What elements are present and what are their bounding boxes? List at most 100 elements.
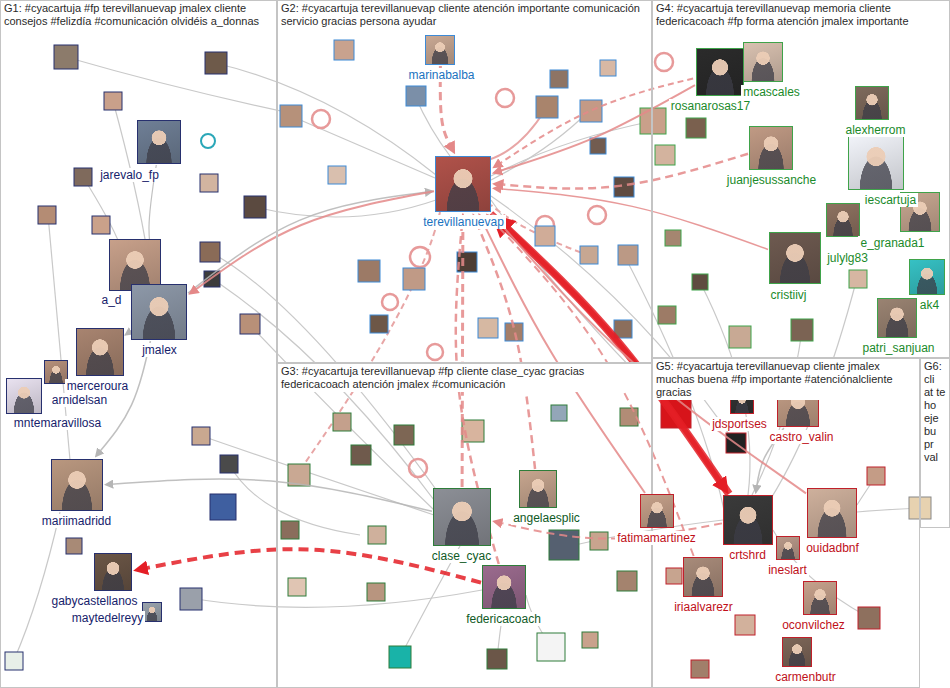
user-avatar: federicacoach <box>482 565 526 609</box>
group-heading: G4: #cyacartuja terevillanuevap memoria … <box>653 1 949 29</box>
avatar-thumbnail <box>220 455 238 473</box>
self-loop <box>409 459 427 477</box>
avatar-thumbnail <box>370 315 388 333</box>
group-heading: G2: #cyacartuja terevillanuevap cliente … <box>278 1 651 29</box>
interaction-line <box>291 116 435 178</box>
user-label: arnidelsan <box>50 393 109 407</box>
avatar-thumbnail <box>665 230 681 246</box>
interaction-line <box>190 590 482 607</box>
interaction-line <box>14 512 60 660</box>
avatar-thumbnail <box>551 405 567 421</box>
self-loop <box>382 294 398 310</box>
avatar-thumbnail <box>618 245 638 265</box>
avatar-thumbnail <box>692 274 708 290</box>
user-avatar: mariimadridd <box>51 459 103 511</box>
avatar-thumbnail <box>582 632 598 648</box>
user-label: jarevalo_fp <box>98 168 161 182</box>
interaction-line <box>400 546 460 657</box>
interaction-line <box>220 284 434 500</box>
avatar-thumbnail <box>368 526 386 544</box>
interaction-line <box>300 212 440 470</box>
user-label: castro_valin <box>767 430 835 444</box>
user-label: crtshrd <box>727 548 768 562</box>
avatar-thumbnail <box>406 86 426 106</box>
profile-ring <box>201 134 215 148</box>
avatar-thumbnail <box>536 96 558 118</box>
avatar-thumbnail <box>658 306 676 324</box>
interaction-edge <box>111 479 432 511</box>
avatar-thumbnail <box>104 92 122 110</box>
avatar-thumbnail <box>580 246 598 264</box>
avatar-thumbnail <box>478 318 498 338</box>
interaction-edge <box>461 223 465 487</box>
avatar-thumbnail <box>729 326 751 348</box>
user-label: iriaalvarezr <box>672 600 735 614</box>
user-label: oconvilchez <box>780 618 847 632</box>
user-label: patri_sanjuan <box>860 341 936 355</box>
interaction-line <box>83 177 120 245</box>
user-avatar: angelaesplic <box>519 470 557 508</box>
user-label: rosanarosas17 <box>669 99 752 113</box>
group-panel: G6: cli at te ho eje bu pr val <box>920 358 950 528</box>
avatar-thumbnail <box>535 226 555 246</box>
user-avatar: jarevalo_fp <box>137 120 181 164</box>
avatar-thumbnail <box>280 105 302 127</box>
user-label: mcascales <box>741 85 802 99</box>
group-panel: G1: #cyacartuja #fp terevillanuevap jmal… <box>0 0 277 688</box>
user-avatar: gabycastellanos <box>94 553 132 591</box>
user-avatar: rosanarosas17 <box>696 48 744 96</box>
interaction-line <box>491 196 735 443</box>
avatar-thumbnail <box>54 45 78 69</box>
avatar-thumbnail <box>244 196 266 218</box>
avatar-thumbnail <box>351 445 371 465</box>
avatar-thumbnail <box>367 583 385 601</box>
user-label: federicacoach <box>464 612 543 626</box>
avatar-thumbnail <box>210 494 236 520</box>
interaction-edge <box>482 220 645 493</box>
avatar-thumbnail <box>281 521 299 539</box>
avatar-thumbnail <box>858 607 880 629</box>
user-label: iescartuja <box>863 193 918 207</box>
user-label: a_d <box>99 293 123 307</box>
avatar-thumbnail <box>849 270 867 288</box>
user-avatar: merceroura <box>76 328 124 376</box>
group-panel: G3: #cyacartuja terevillanuevap #fp clie… <box>277 363 652 688</box>
user-avatar: cristiivj <box>769 232 821 284</box>
user-avatar: patri_sanjuan <box>877 298 917 338</box>
interaction-edge <box>125 332 130 335</box>
interaction-line <box>255 200 436 217</box>
interaction-line <box>215 63 436 175</box>
user-label: angelaesplic <box>511 511 582 525</box>
user-avatar: juanjesussanche <box>749 126 793 170</box>
interaction-edge <box>500 85 695 171</box>
user-label: julylg83 <box>825 251 870 265</box>
avatar-thumbnail <box>640 108 666 134</box>
user-label: jdsportses <box>710 417 769 431</box>
avatar-thumbnail <box>240 314 260 334</box>
group-panel: G4: #cyacartuja terevillanuevap memoria … <box>652 0 950 358</box>
self-loop <box>588 206 606 224</box>
self-loop <box>655 53 673 71</box>
self-loops <box>201 53 673 477</box>
avatar-thumbnail <box>666 568 682 584</box>
user-avatar: mcascales <box>743 42 783 82</box>
avatar-thumbnails <box>5 40 931 678</box>
avatar-thumbnail <box>600 60 616 76</box>
avatar-thumbnail <box>590 532 608 550</box>
self-loop <box>496 89 514 107</box>
user-label: clase_cyac <box>430 549 493 563</box>
user-label: merceroura <box>65 379 130 393</box>
user-avatar: ineslart <box>776 536 800 560</box>
avatar-thumbnail <box>200 174 218 192</box>
user-avatar: mntemaravillosa <box>6 378 42 414</box>
user-label: mariimadridd <box>40 514 113 528</box>
avatar-thumbnail <box>334 40 354 60</box>
group-panel: G5: #cyacartuja terevillanuevap cliente … <box>652 358 920 688</box>
user-label: maytedelreyy <box>70 611 145 625</box>
user-avatar: terevillanuevap <box>435 156 491 212</box>
avatar-thumbnail <box>288 578 306 596</box>
interaction-edge <box>195 191 434 290</box>
user-label: fatimamartinez <box>615 531 698 545</box>
avatar-thumbnail <box>867 467 885 485</box>
